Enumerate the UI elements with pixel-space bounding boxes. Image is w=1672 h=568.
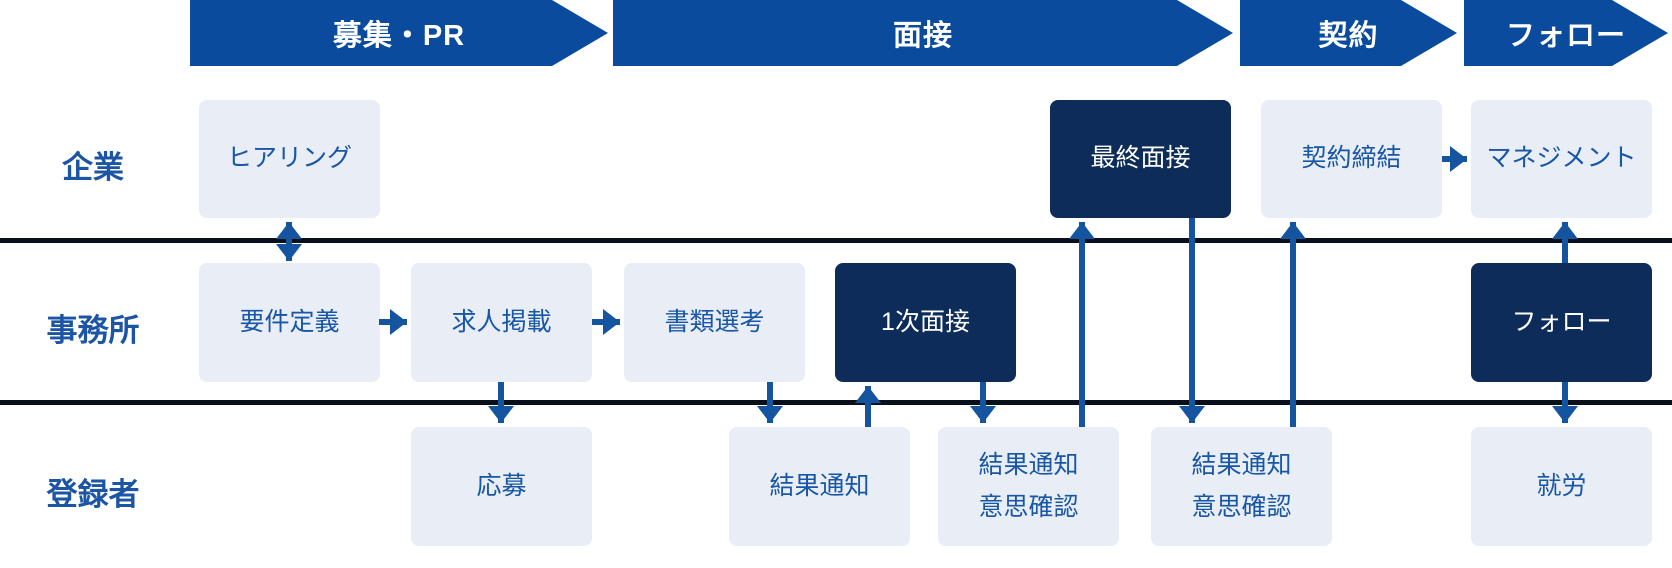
- phase-banner-recruit-pr: 募集・PR: [190, 0, 608, 66]
- phase-banner-interview: 面接: [613, 0, 1233, 66]
- phase-label: フォロー: [1505, 20, 1626, 52]
- box-result-notice: 結果通知: [729, 427, 910, 546]
- box-requirements: 要件定義: [199, 263, 380, 382]
- box-follow: フォロー: [1471, 263, 1652, 382]
- box-result-notice-intent-2: 結果通知 意思確認: [1151, 427, 1332, 546]
- box-line: 意思確認: [978, 492, 1079, 521]
- box-management: マネジメント: [1471, 100, 1652, 218]
- box-contract: 契約締結: [1261, 100, 1442, 218]
- box-final-interview: 最終面接: [1050, 100, 1231, 218]
- box-line: 結果通知: [978, 451, 1079, 480]
- lane-label-office: 事務所: [46, 313, 140, 348]
- phase-label: 面接: [892, 20, 953, 52]
- lane-label-company: 企業: [62, 150, 124, 185]
- lane-divider-company-office: [0, 238, 1672, 243]
- box-employment: 就労: [1471, 427, 1652, 546]
- box-line: 結果通知: [1191, 451, 1292, 480]
- lane-divider-office-registrant: [0, 400, 1672, 405]
- lane-label-registrant: 登録者: [46, 477, 140, 512]
- box-first-interview: 1次面接: [835, 263, 1016, 382]
- box-job-posting: 求人掲載: [411, 263, 592, 382]
- box-apply: 応募: [411, 427, 592, 546]
- box-hearing: ヒアリング: [199, 100, 380, 218]
- box-screening: 書類選考: [624, 263, 805, 382]
- box-result-notice-intent-1: 結果通知 意思確認: [938, 427, 1119, 546]
- phase-label: 契約: [1318, 20, 1379, 52]
- phase-label: 募集・PR: [332, 20, 466, 52]
- box-line: 意思確認: [1191, 492, 1292, 521]
